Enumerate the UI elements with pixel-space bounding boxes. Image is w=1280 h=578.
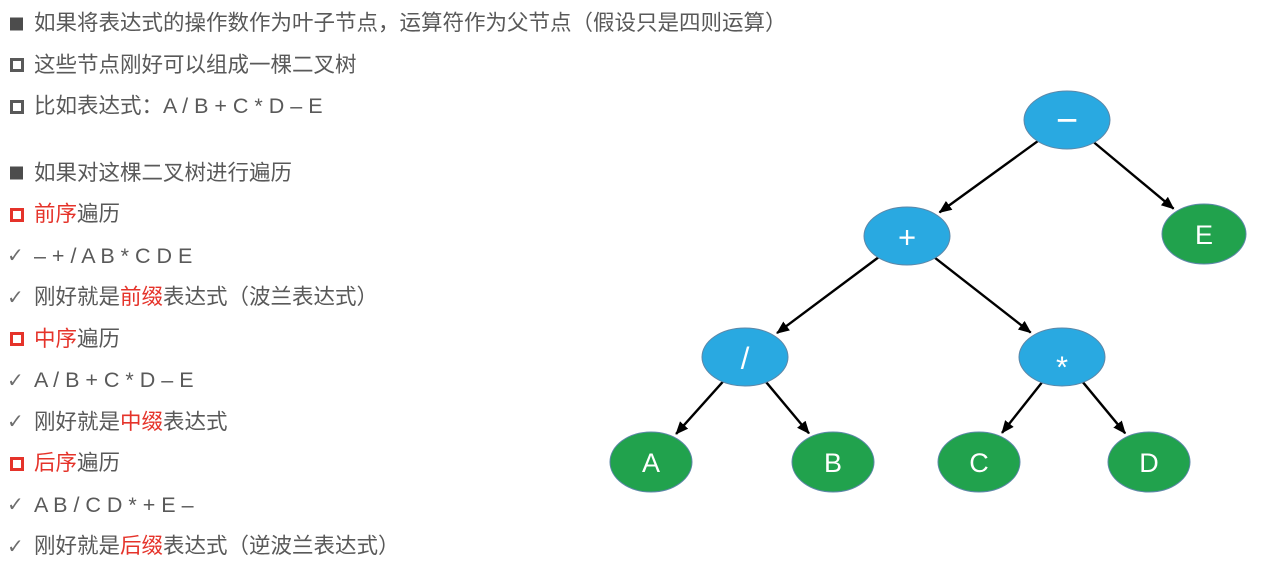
list-item-text: 后序 [34, 451, 78, 475]
list-item-text: 表达式（逆波兰表达式） [163, 534, 400, 558]
list-item-text: 刚好就是 [34, 285, 121, 309]
tree-node-label-minus: − [1056, 100, 1078, 142]
list-item: ✓ A B / C D * + E – [7, 485, 787, 527]
tree-edge-mul-D [1082, 381, 1127, 435]
list-item-text: 遍历 [77, 326, 121, 351]
tree-edge-div-A [675, 380, 724, 435]
list-item-text: 前缀 [120, 285, 164, 309]
filled-square-bullet-icon [10, 166, 23, 180]
list-item-text: A B / C D * + E – [34, 492, 194, 517]
tree-nodes: − + E / * A B C D [609, 90, 1247, 493]
tree-edge-plus-mul [934, 256, 1032, 334]
check-icon: ✓ [7, 245, 24, 268]
tree-node-label-div: / [741, 341, 750, 376]
tree-node-div [701, 327, 789, 387]
list-item: ✓ A / B + C * D – E [7, 360, 787, 402]
red-hollow-square-bullet-icon [10, 207, 24, 222]
tree-node-B [791, 431, 875, 493]
tree-node-plus [863, 206, 951, 266]
tree-edge-mul-C [1001, 381, 1043, 434]
tree-node-label-B: B [824, 448, 842, 478]
list-item-text: A / B + C * D – E [34, 368, 194, 392]
list-item: 比如表达式：A / B + C * D – E [10, 86, 787, 128]
list-item-text: 中缀 [120, 409, 164, 434]
tree-edges [675, 140, 1175, 435]
check-icon: ✓ [7, 535, 24, 558]
list-item-text: 比如表达式：A / B + C * D – E [34, 94, 323, 118]
list-item: ✓ 刚好就是后缀表达式（逆波兰表达式） [7, 526, 787, 568]
tree-node-E [1161, 203, 1247, 265]
list-item: 前序遍历 [10, 194, 787, 236]
tree-node-label-A: A [642, 448, 660, 478]
bullet-list: 如果将表达式的操作数作为叶子节点，运算符作为父节点（假设只是四则运算） 这些节点刚… [7, 3, 787, 568]
list-item: 如果对这棵二叉树进行遍历 [10, 153, 787, 195]
list-item: 后序遍历 [10, 443, 787, 485]
tree-node-minus [1023, 90, 1111, 150]
tree-node-label-E: E [1195, 220, 1213, 250]
check-icon: ✓ [7, 286, 24, 309]
red-hollow-square-bullet-icon [10, 332, 24, 347]
list-item: ✓ – + / A B * C D E [7, 236, 787, 278]
list-item-text: 刚好就是 [34, 409, 121, 434]
tree-node-D [1107, 431, 1191, 493]
list-item-text: 遍历 [77, 451, 121, 475]
list-item-text: 前序 [34, 202, 78, 226]
list-item-text: 后缀 [120, 534, 164, 558]
tree-node-label-plus: + [898, 220, 916, 255]
list-item: 中序遍历 [10, 319, 787, 361]
list-item-text: 如果对这棵二叉树进行遍历 [34, 160, 293, 185]
list-item-text: 遍历 [77, 202, 121, 226]
list-item-text: 如果将表达式的操作数作为叶子节点，运算符作为父节点（假设只是四则运算） [34, 11, 787, 35]
tree-node-label-D: D [1139, 448, 1159, 478]
tree-edge-minus-E [1093, 141, 1175, 210]
filled-square-bullet-icon [10, 17, 23, 31]
tree-edge-plus-div [776, 256, 879, 335]
list-item: ✓ 刚好就是前缀表达式（波兰表达式） [7, 277, 787, 319]
list-item-text: 这些节点刚好可以组成一棵二叉树 [34, 52, 357, 77]
tree-node-A [609, 431, 693, 493]
tree-node-label-mul: * [1056, 350, 1068, 385]
list-item-text: – + / A B * C D E [34, 243, 193, 268]
list-item-text: 中序 [34, 326, 78, 351]
hollow-square-bullet-icon [10, 99, 24, 114]
tree-edge-minus-plus [938, 140, 1039, 214]
list-item-text: 表达式（波兰表达式） [163, 285, 379, 309]
list-item: 这些节点刚好可以组成一棵二叉树 [10, 45, 787, 87]
check-icon: ✓ [7, 369, 24, 392]
list-item-text: 刚好就是 [34, 534, 121, 558]
list-item-text: 表达式 [163, 409, 228, 434]
list-item: ✓ 刚好就是中缀表达式 [7, 402, 787, 444]
tree-node-C [937, 431, 1021, 493]
tree-edge-div-B [765, 381, 810, 435]
list-item: 如果将表达式的操作数作为叶子节点，运算符作为父节点（假设只是四则运算） [10, 3, 787, 45]
tree-node-label-C: C [969, 448, 989, 478]
check-icon: ✓ [7, 494, 24, 517]
check-icon: ✓ [7, 411, 24, 434]
hollow-square-bullet-icon [10, 58, 24, 73]
red-hollow-square-bullet-icon [10, 456, 24, 471]
tree-node-mul [1018, 327, 1106, 387]
